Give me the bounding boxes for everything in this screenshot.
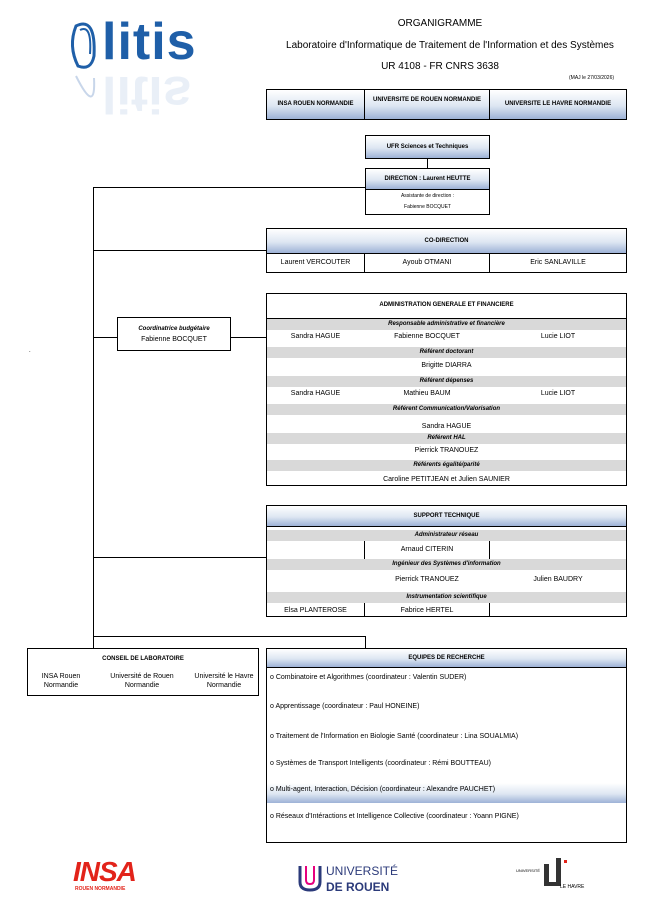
support-r3-name-1: Elsa PLANTEROSE xyxy=(284,607,347,614)
admin-r5-name: Pierrick TRANOUEZ xyxy=(414,447,479,454)
conseil-member-2-l2: Normandie xyxy=(124,682,160,689)
admin-r3-name-3: Lucie LIOT xyxy=(540,390,576,397)
insa-logo-text: INSA xyxy=(73,856,137,887)
admin-r1-name-3: Lucie LIOT xyxy=(540,333,576,340)
codirection-title: CO-DIRECTION xyxy=(424,238,469,244)
team-5: o Multi-agent, Interaction, Décision (co… xyxy=(270,786,496,793)
conseil-member-3-l1: Université le Havre xyxy=(194,673,254,680)
assistant-label: Assistante de direction : xyxy=(400,193,455,199)
ulh-logo: UNIVERSITÉ LE HAVRE xyxy=(516,856,596,896)
support-r2-label: Ingénieur des Systèmes d'information xyxy=(392,561,501,567)
support-r1-name: Arnaud CITERIN xyxy=(400,546,454,553)
codirection-box: CO-DIRECTION Laurent VERCOUTER Ayoub OTM… xyxy=(266,228,627,273)
conseil-member-2-l1: Université de Rouen xyxy=(110,673,174,680)
assistant-name: Fabienne BOCQUET xyxy=(404,204,451,210)
support-r3-name-2: Fabrice HERTEL xyxy=(400,607,454,614)
support-r3-label: Instrumentation scientifique xyxy=(406,594,487,600)
codirector-3: Eric SANLAVILLE xyxy=(530,259,586,266)
admin-title: ADMINISTRATION GENERALE ET FINANCIERE xyxy=(379,302,514,308)
team-6: o Réseaux d'Intéractions et Intelligence… xyxy=(270,813,519,820)
litis-logo-reflection: litis xyxy=(102,65,192,123)
support-box: SUPPORT TECHNIQUE Administrateur réseau … xyxy=(266,505,627,617)
tutelles-bar: INSA ROUEN NORMANDIE UNIVERSITE DE ROUEN… xyxy=(266,89,627,120)
support-title: SUPPORT TECHNIQUE xyxy=(413,513,480,519)
lab-name: Laboratoire d'Informatique de Traitement… xyxy=(286,40,614,51)
dot-mark: . xyxy=(29,348,31,354)
coordinatrice-box: Coordinatrice budgétaire Fabienne BOCQUE… xyxy=(117,317,231,351)
insa-logo: INSA ROUEN NORMANDIE xyxy=(73,856,145,894)
admin-box: ADMINISTRATION GENERALE ET FINANCIERE Re… xyxy=(266,293,627,486)
codirector-2: Ayoub OTMANI xyxy=(402,259,452,266)
admin-r6-name: Caroline PETITJEAN et Julien SAUNIER xyxy=(383,476,510,483)
equipes-box: EQUIPES DE RECHERCHE o Combinatoire et A… xyxy=(266,648,627,843)
support-r2-name-1: Pierrick TRANOUEZ xyxy=(395,576,459,583)
tutelle-ulehavre: UNIVERSITE LE HAVRE NORMANDIE xyxy=(504,101,612,107)
conseil-member-1-l1: INSA Rouen xyxy=(41,673,81,680)
urouen-logo: UNIVERSITÉ DE ROUEN xyxy=(298,862,408,898)
litis-logo-text: litis xyxy=(102,13,197,71)
urouen-emblem-icon xyxy=(298,866,322,892)
support-r2-name-2: Julien BAUDRY xyxy=(533,576,583,583)
ulh-logo-line1: UNIVERSITÉ xyxy=(516,868,541,873)
admin-r4-label: Référent Communication/Valorisation xyxy=(392,406,501,412)
conseil-member-1-l2: Normandie xyxy=(43,682,79,689)
conseil-box: CONSEIL DE LABORATOIRE INSA Rouen Norman… xyxy=(27,648,259,696)
admin-r6-label: Référents égalité/parité xyxy=(413,462,480,468)
admin-r5-label: Référent HAL xyxy=(427,435,466,441)
admin-r2-label: Référent doctorant xyxy=(419,349,474,355)
admin-r3-label: Référent dépenses xyxy=(419,378,474,384)
ufr-label: UFR Sciences et Techniques xyxy=(386,144,469,150)
admin-r1-label: Responsable administrative et financière xyxy=(388,321,505,327)
tutelle-urouen: UNIVERSITE DE ROUEN NORMANDIE xyxy=(372,97,481,103)
litis-logo: litis litis xyxy=(66,13,216,123)
admin-r3-name-2: Mathieu BAUM xyxy=(403,390,451,397)
update-date: (MAJ le 27/03/2026) xyxy=(569,75,615,81)
team-3: o Traitement de l'Information en Biologi… xyxy=(270,733,519,740)
conseil-title: CONSEIL DE LABORATOIRE xyxy=(102,656,184,662)
team-1: o Combinatoire et Algorithmes (coordinat… xyxy=(270,674,467,681)
admin-r4-name: Sandra HAGUE xyxy=(421,423,472,430)
urouen-logo-line1: UNIVERSITÉ xyxy=(326,864,399,878)
direction-box: DIRECTION : Laurent HEUTTE Assistante de… xyxy=(365,168,490,215)
admin-r2-name: Brigitte DIARRA xyxy=(421,362,472,369)
coordinatrice-title: Coordinatrice budgétaire xyxy=(138,326,210,332)
page-title: ORGANIGRAMME xyxy=(397,18,483,29)
admin-r1-name-1: Sandra HAGUE xyxy=(290,333,341,340)
admin-r3-name-1: Sandra HAGUE xyxy=(290,390,341,397)
coordinatrice-name: Fabienne BOCQUET xyxy=(141,336,207,343)
ulh-emblem-icon xyxy=(544,858,567,886)
team-2: o Apprentissage (coordinateur : Paul HON… xyxy=(270,703,420,710)
tutelle-insa: INSA ROUEN NORMANDIE xyxy=(277,101,354,107)
direction-title: DIRECTION : Laurent HEUTTE xyxy=(384,176,471,182)
conseil-member-3-l2: Normandie xyxy=(206,682,242,689)
urouen-logo-line2: DE ROUEN xyxy=(326,880,390,894)
insa-logo-sub: ROUEN NORMANDIE xyxy=(75,886,126,892)
support-r1-label: Administrateur réseau xyxy=(414,532,479,538)
equipes-title: EQUIPES DE RECHERCHE xyxy=(408,655,485,661)
ulh-logo-line2: LE HAVRE xyxy=(560,884,585,890)
codirector-1: Laurent VERCOUTER xyxy=(280,259,351,266)
lab-code: UR 4108 - FR CNRS 3638 xyxy=(381,61,499,72)
team-4: o Systèmes de Transport Intelligents (co… xyxy=(270,760,491,767)
ufr-box: UFR Sciences et Techniques xyxy=(365,135,490,159)
admin-r1-name-2: Fabienne BOCQUET xyxy=(394,333,460,340)
